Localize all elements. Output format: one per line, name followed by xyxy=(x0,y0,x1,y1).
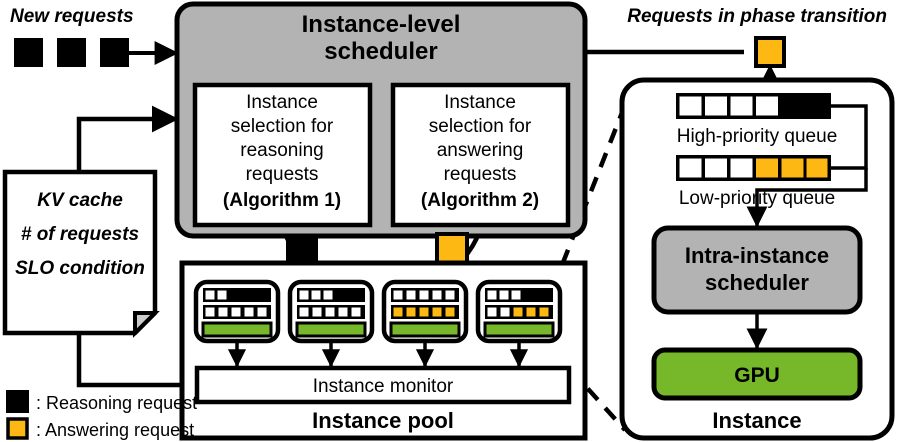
phase-transition-token xyxy=(754,36,786,68)
scheduler-title-line1: Instance-level xyxy=(302,11,461,38)
algorithm-1-box[interactable]: Instance selection for reasoning request… xyxy=(192,82,373,228)
legend-item-answering: : Answering request xyxy=(6,417,194,440)
pool-instance-1[interactable] xyxy=(193,279,281,368)
instance-monitor-label: Instance monitor xyxy=(313,376,454,397)
connector-queues-to-intra-scheduler xyxy=(746,104,868,228)
pool-instance-3[interactable] xyxy=(381,279,469,368)
instance-monitor-box[interactable]: Instance monitor xyxy=(194,365,572,405)
scheduler-title-line2: scheduler xyxy=(324,38,437,65)
alg2-line1: Instance xyxy=(444,92,516,113)
low-priority-queue[interactable]: Low-priority queue xyxy=(676,155,835,209)
instance-panel-title: Instance xyxy=(712,408,801,433)
connector-kv-cache xyxy=(76,105,197,388)
gpu-label: GPU xyxy=(734,364,780,387)
legend-answering-text: : Answering request xyxy=(36,420,194,440)
phase-transition-label: Requests in phase transition xyxy=(627,6,887,27)
legend: : Reasoning request : Answering request xyxy=(6,390,197,440)
alg2-line3: answering xyxy=(437,140,524,161)
alg2-line5: (Algorithm 2) xyxy=(421,190,539,211)
alg1-line1: Instance xyxy=(246,92,318,113)
high-priority-queue-label: High-priority queue xyxy=(677,126,838,147)
intra-scheduler-line2: scheduler xyxy=(705,270,809,295)
alg1-line2: selection for xyxy=(231,116,334,137)
legend-reasoning-text: : Reasoning request xyxy=(36,393,197,413)
dashed-zoom-lines xyxy=(550,104,628,432)
new-request-tokens xyxy=(14,38,129,67)
kv-line1: KV cache xyxy=(37,190,123,211)
alg1-line4: requests xyxy=(246,164,319,185)
alg1-line3: reasoning xyxy=(240,140,323,161)
new-requests-label: New requests xyxy=(10,6,134,27)
intra-instance-scheduler-box[interactable]: Intra-instance scheduler xyxy=(651,225,863,315)
kv-line3: SLO condition xyxy=(15,258,145,279)
high-priority-queue[interactable]: High-priority queue xyxy=(676,93,837,147)
legend-item-reasoning: : Reasoning request xyxy=(6,390,197,413)
dispatch-token-answering xyxy=(435,232,469,266)
algorithm-2-box[interactable]: Instance selection for answering request… xyxy=(390,82,571,228)
alg2-line2: selection for xyxy=(429,116,532,137)
alg1-line5: (Algorithm 1) xyxy=(223,190,341,211)
intra-scheduler-line1: Intra-instance xyxy=(685,243,829,268)
pool-instance-4[interactable] xyxy=(475,279,563,368)
kv-line2: # of requests xyxy=(21,224,139,245)
alg2-line4: requests xyxy=(444,164,517,185)
pool-instance-2[interactable] xyxy=(287,279,375,368)
kv-cache-note: KV cache # of requests SLO condition xyxy=(2,169,160,338)
gpu-box[interactable]: GPU xyxy=(651,347,863,401)
instance-pool-title: Instance pool xyxy=(312,408,454,433)
